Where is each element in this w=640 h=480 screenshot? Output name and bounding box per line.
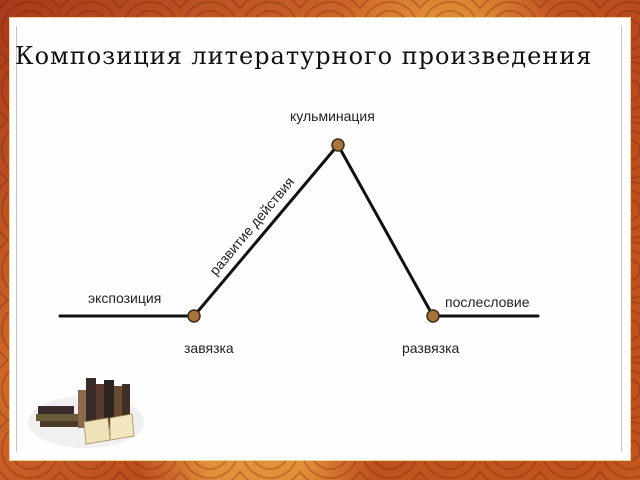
- resolution-label: развязка: [402, 340, 460, 356]
- inciting-node: [187, 309, 201, 323]
- falling-action-line: [336, 143, 435, 318]
- climax-label: кульминация: [290, 108, 375, 124]
- climax-node: [331, 138, 345, 152]
- rising-action-line: [192, 143, 340, 318]
- panel-rule-right: [621, 26, 622, 452]
- inciting-label: завязка: [184, 340, 234, 356]
- exposition-label: экспозиция: [88, 290, 162, 306]
- books-illustration: [28, 378, 144, 448]
- slide-title: Композиция литературного произведения: [15, 42, 593, 70]
- epilogue-label: послесловие: [445, 294, 530, 310]
- panel-rule-left: [16, 26, 17, 452]
- resolution-node: [426, 309, 440, 323]
